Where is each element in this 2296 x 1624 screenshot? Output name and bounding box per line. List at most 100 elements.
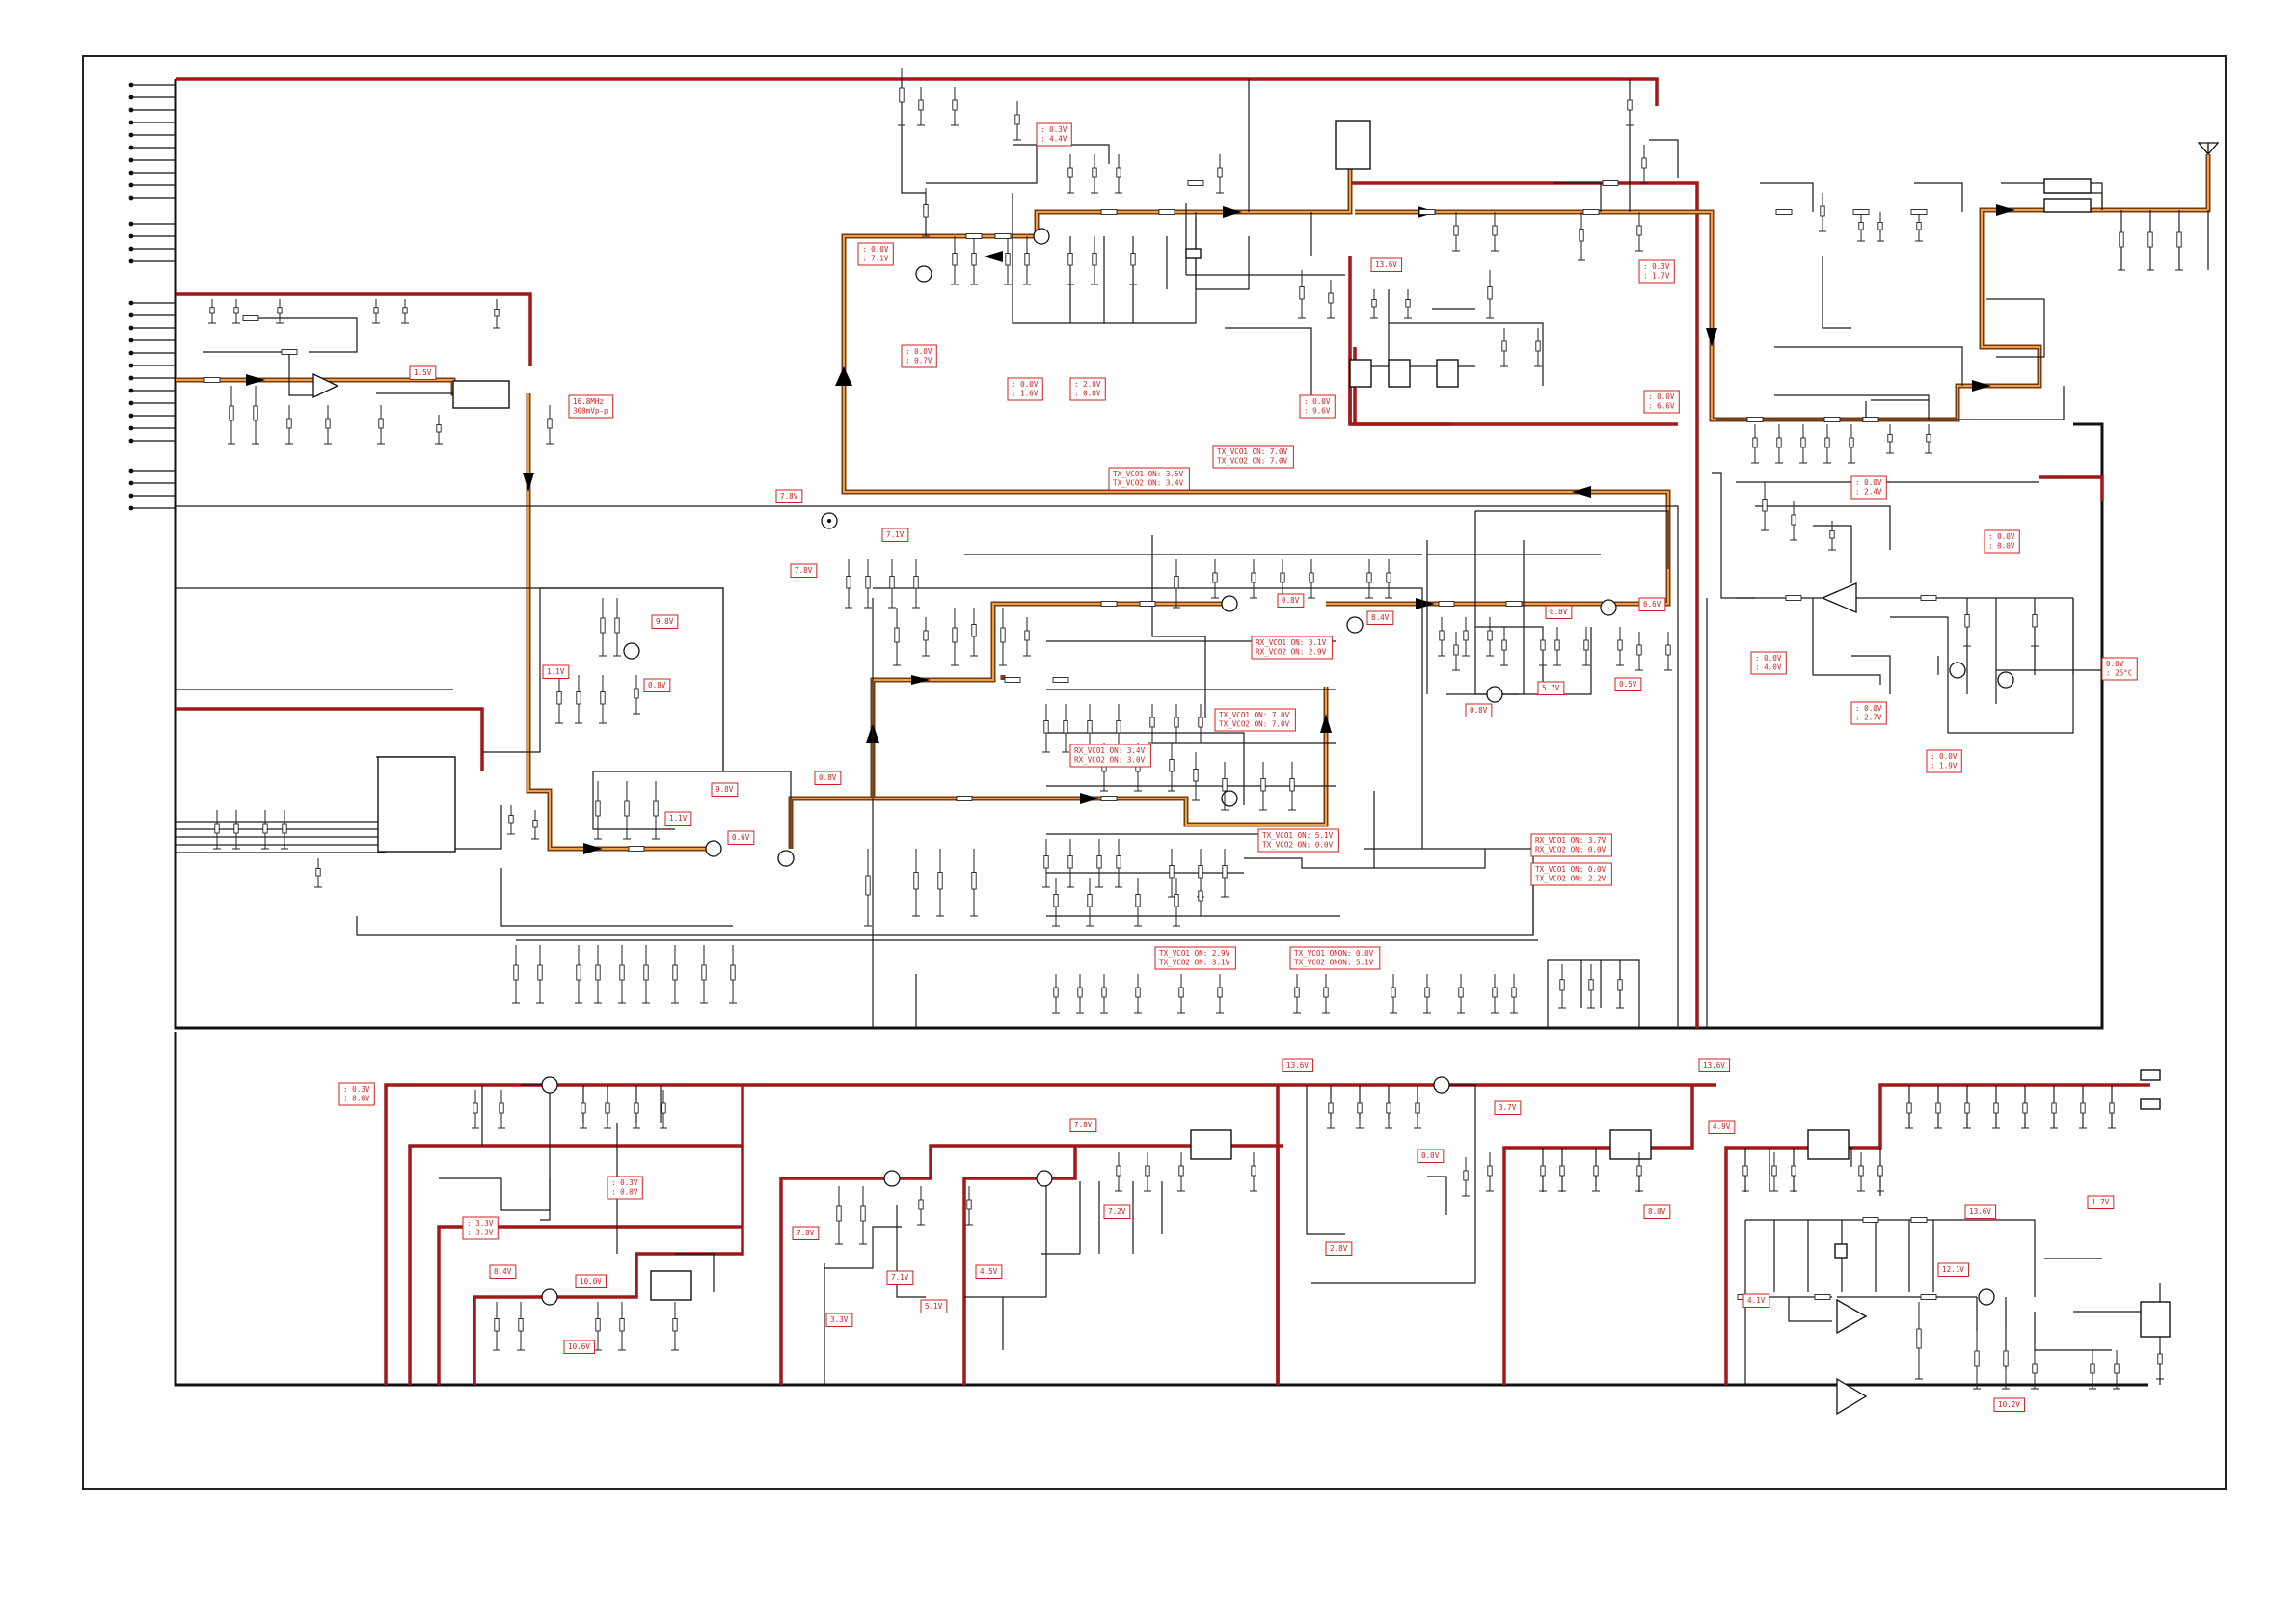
resistor-horizontal [1775,209,1793,215]
voltage-label-text: TX_VCO2 ON: 3.1V [1159,959,1230,967]
resistor-horizontal [203,377,221,383]
resistor [1829,530,1835,539]
resistor [1439,630,1445,641]
voltage-label-text: : 0.0V [1931,752,1958,761]
voltage-label-text: 0.0V [1421,1151,1440,1160]
resistor [595,964,601,981]
voltage-label: 7.2V [1103,1204,1131,1219]
connector-pin-dot [128,246,134,252]
voltage-label: 0.0V [1417,1149,1445,1163]
resistor [576,964,581,981]
voltage-label: 1.7V [2087,1195,2115,1209]
connector-pin-dot [128,95,134,100]
resistor [2032,614,2038,628]
resistor [1217,167,1223,178]
voltage-label: : 0.0V: 9.6V [1299,394,1336,419]
voltage-label: : 0.3V: 4.4V [1036,122,1072,147]
voltage-label-text: TX_VCO1 ON: 7.0V [1219,711,1290,719]
resistor [209,307,215,314]
voltage-label-text: : 2.4V [1855,488,1882,497]
voltage-label-text: : 1.9V [1931,762,1958,771]
voltage-label-text: 0.8V [648,681,666,690]
voltage-label-text: 7.1V [891,1273,909,1282]
resistor [899,87,905,103]
voltage-label-box [1069,377,1106,401]
resistor-horizontal [1862,1217,1879,1223]
resistor-horizontal [1438,601,1455,607]
voltage-label-text: : 1.7V [1643,272,1670,281]
voltage-label-box [462,1216,499,1240]
resistor [913,872,919,890]
voltage-label-text: 16.8MHz [573,397,604,406]
voltage-label: 0.8V [1277,593,1305,608]
resistor-horizontal [1052,677,1069,683]
voltage-label: : 0.0V: 7.1V [857,242,894,266]
voltage-label-box [1366,610,1394,625]
resistor-horizontal [1910,209,1928,215]
resistor [532,820,538,828]
voltage-label-box [1069,744,1151,768]
voltage-label-text: 10.2V [1998,1400,2020,1409]
resistor [1309,572,1314,583]
voltage-label: : 0.3V: 0.0V [607,1176,643,1200]
voltage-label: 0.5V [1614,677,1642,691]
voltage-label-text: TX_VCO1 ON: 2.9V [1159,949,1230,958]
resistor [1453,644,1459,656]
resistor [1096,855,1102,869]
voltage-label: 7.8V [792,1226,820,1240]
voltage-label-text: 9.8V [716,785,734,794]
resistor [1386,572,1391,583]
resistor [402,307,408,314]
voltage-label-box [1984,529,2020,554]
resistor [576,691,581,705]
resistor [1212,572,1218,583]
voltage-label-box [1277,593,1305,608]
voltage-label-box [1643,390,1680,414]
voltage-label: 9.8V [651,614,679,629]
voltage-label: 1.1V [542,664,570,679]
resistor [1540,1165,1546,1177]
resistor-horizontal [1418,209,1436,215]
voltage-label-box [1007,377,1043,401]
resistor [971,872,977,890]
left-connector-pins [128,82,176,511]
voltage-label-box [1465,703,1493,717]
resistor [1415,1102,1420,1114]
voltage-label-text: : 6.6V [1648,402,1675,411]
voltage-label: 13.6V [1698,1058,1731,1072]
resistor [2032,1363,2038,1374]
voltage-label-text: : 0.3V [611,1178,638,1187]
resistor-horizontal [1920,1294,1937,1300]
resistor [1579,229,1584,242]
resistor [2003,1350,2009,1367]
resistor [325,418,331,429]
voltage-label-text: TX_VCO2 ON: 3.4V [1113,479,1184,488]
voltage-label-text: 4.1V [1747,1296,1766,1305]
voltage-label: 13.6V [1370,257,1403,272]
voltage-label-box [651,614,679,629]
resistor [937,872,943,890]
resistor [1791,514,1796,526]
resistor [1877,222,1883,230]
voltage-label-text: : 0.0V [611,1188,638,1197]
resistor [1371,299,1377,308]
op-amps [312,372,1868,1416]
resistor [624,800,630,817]
voltage-label-text: TX_VCO1 ON: 5.1V [1262,831,1334,840]
voltage-label-text: 13.6V [1375,260,1397,269]
voltage-label-text: 12.1V [1942,1265,1964,1274]
resistor [1559,1165,1565,1177]
resistor [1487,1165,1493,1177]
voltage-label-text: : 7.1V [862,255,889,263]
upper-board-outline [174,79,2104,1030]
resistor [1636,225,1642,236]
resistor [1328,292,1334,304]
connector-pin-dot [128,195,134,201]
resistor [1791,1165,1796,1177]
component-blocks [377,120,2171,1338]
